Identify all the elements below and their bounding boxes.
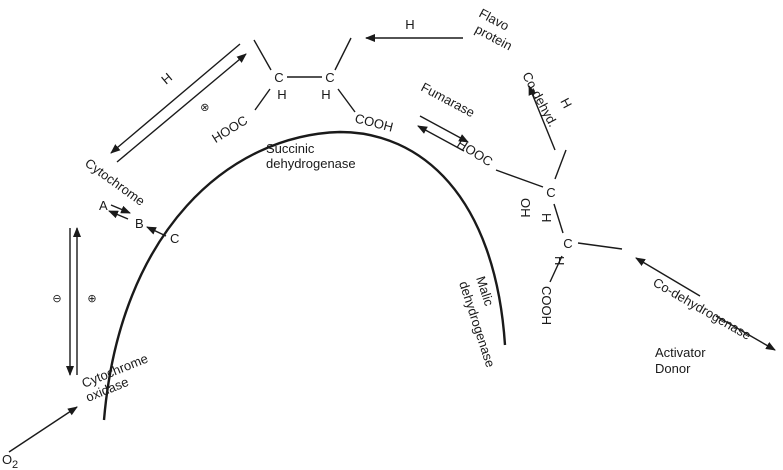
- h-label-top: H: [405, 17, 414, 32]
- a-b-arrow-back: [108, 210, 129, 220]
- succinate-bond-top-left: [253, 39, 272, 71]
- succinate-hooc: HOOC: [209, 112, 250, 145]
- b-c-arrow: [146, 226, 167, 237]
- malate-hooc: HOOC: [454, 136, 495, 169]
- co-dehydrogenase-arrow-up: [635, 257, 701, 297]
- succinic-label-1: Succinic: [266, 141, 315, 156]
- co-dehyd-label: Co-dehyd.: [519, 69, 560, 129]
- a-b-arrow-forward: [110, 204, 131, 214]
- h-label-flavo: H: [557, 95, 575, 110]
- h-up-arrow: [116, 53, 247, 163]
- co-dehydrogenase-label: Co-dehydrogenase: [651, 275, 754, 343]
- malate-c2: C: [563, 236, 572, 251]
- malate-bond-top: [554, 149, 567, 180]
- oxygen-label: O: [2, 452, 12, 467]
- plus-sign-left: ⊕: [87, 293, 96, 305]
- label-a: A: [99, 198, 108, 213]
- succinate-h1: H: [277, 87, 286, 102]
- malate-bond-c-c: [553, 203, 564, 234]
- label-c: C: [170, 231, 179, 246]
- malate-c1: C: [546, 185, 555, 200]
- cytochrome-label: Cytochrome: [82, 155, 148, 208]
- succinate-c2: C: [325, 70, 334, 85]
- malate-cooh: COOH: [539, 286, 554, 325]
- minus-sign: ⊖: [52, 293, 61, 305]
- oxygen-subscript: 2: [12, 459, 18, 470]
- h-down-arrow: [110, 43, 241, 154]
- activator-label: Activator: [655, 345, 706, 360]
- fumarase-arrow-forward: [419, 115, 469, 143]
- succinic-dehydrogenase-arc: [102, 130, 507, 421]
- h-to-flavo-arrow: [528, 85, 556, 151]
- h-label-left: H: [158, 70, 175, 88]
- oxygen-arrow: [8, 406, 78, 453]
- label-b: B: [135, 216, 144, 231]
- malate-bond-down: [549, 255, 563, 283]
- succinic-label-2: dehydrogenase: [266, 156, 356, 171]
- succinate-h2: H: [321, 87, 330, 102]
- malate-bond-right: [577, 242, 623, 250]
- succinate-cooh: COOH: [353, 111, 394, 135]
- plus-sign-top: ⊕: [198, 100, 213, 115]
- co-dehydrogenase-arrow-down: [715, 315, 776, 351]
- fumarase-arrow-back: [417, 125, 465, 152]
- fumarase-label: Fumarase: [419, 79, 478, 120]
- succinate-bond-top-right: [334, 37, 352, 71]
- malate-h-top: H: [539, 213, 554, 222]
- donor-label: Donor: [655, 361, 691, 376]
- malate-bond-hooc-c: [495, 169, 544, 188]
- succinate-bond-right-down: [337, 88, 356, 113]
- succinate-c1: C: [274, 70, 283, 85]
- succinate-bond-left-down: [254, 88, 271, 111]
- malate-oh: OH: [518, 198, 533, 218]
